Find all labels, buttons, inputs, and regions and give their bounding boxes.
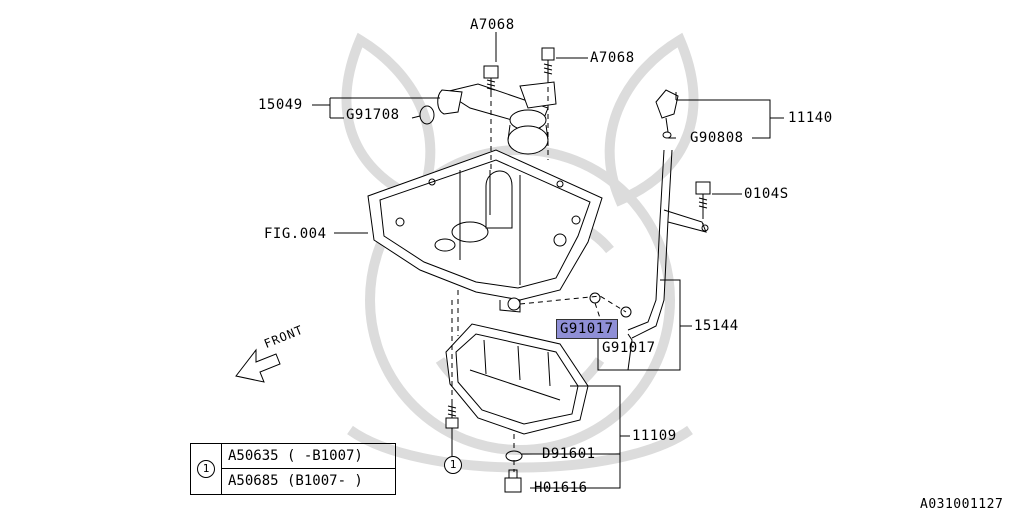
legend-row-1-text[interactable]: A50635 ( -B1007) [228, 448, 363, 464]
label-a7068-top[interactable]: A7068 [470, 17, 515, 33]
legend-row-2-text[interactable]: A50685 (B1007- ) [228, 473, 363, 489]
front-arrow [235, 348, 281, 383]
dipstick-guide-tube [627, 149, 709, 339]
label-a7068-right[interactable]: A7068 [590, 50, 635, 66]
label-g91017[interactable]: G91017 [602, 340, 656, 356]
callout-ref-1: 1 [444, 456, 462, 474]
label-g90808[interactable]: G90808 [690, 130, 744, 146]
legend-row-2: A50685 (B1007- ) [222, 469, 395, 494]
legend-row-1: A50635 ( -B1007) [222, 444, 395, 469]
bolt-a7068-top [483, 65, 499, 92]
o-ring-g91017-a [589, 292, 601, 304]
oil-pickup-tube [437, 81, 557, 155]
o-ring-g91708 [419, 105, 435, 125]
label-11109[interactable]: 11109 [632, 428, 677, 444]
legend-table: 1 A50635 ( -B1007) A50685 (B1007- ) [190, 443, 396, 495]
legend-ref-circle: 1 [197, 460, 215, 478]
bolt-0104s [695, 181, 711, 214]
lower-oil-pan [445, 323, 589, 435]
label-fig004[interactable]: FIG.004 [264, 226, 327, 242]
assembly-dashes [451, 78, 704, 472]
bolt-a7068-right [541, 47, 555, 78]
oil-dipstick [655, 89, 679, 139]
label-15049[interactable]: 15049 [258, 97, 303, 113]
diagram-id: A031001127 [920, 497, 1004, 512]
label-d91601[interactable]: D91601 [542, 446, 596, 462]
upper-oil-pan [367, 149, 603, 313]
label-15144[interactable]: 15144 [694, 318, 739, 334]
label-g91708[interactable]: G91708 [346, 107, 400, 123]
label-0104s[interactable]: 0104S [744, 186, 789, 202]
label-h01616[interactable]: H01616 [534, 480, 588, 496]
o-ring-g91017-b [620, 306, 632, 318]
label-11140[interactable]: 11140 [788, 110, 833, 126]
legend-ref-cell: 1 [191, 444, 222, 494]
label-g91017-highlighted[interactable]: G91017 [556, 319, 618, 339]
bolt-callout-1 [445, 404, 459, 429]
leader-lines [312, 32, 784, 489]
drain-plug [504, 469, 522, 493]
